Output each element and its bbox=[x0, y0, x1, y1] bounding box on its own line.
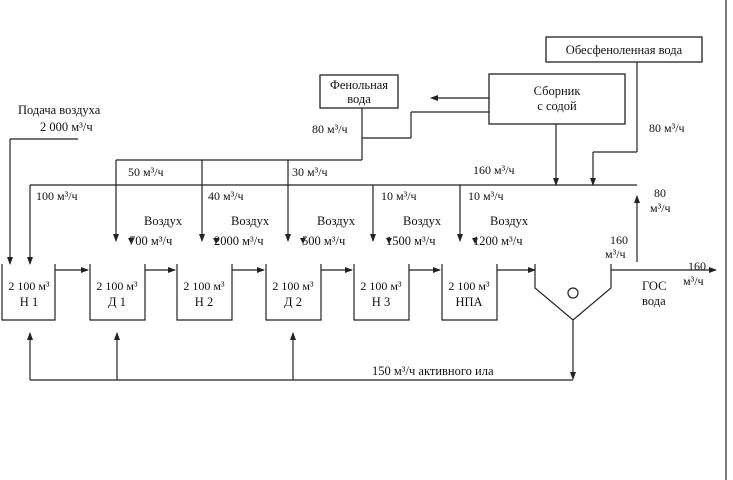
air-1-arrow bbox=[128, 238, 134, 244]
air-4-arrow bbox=[386, 238, 392, 244]
flow-right-80b-unit: м³/ч bbox=[650, 201, 671, 215]
flow-sett-160-unit: м³/ч bbox=[605, 247, 626, 261]
sludge-label: 150 м³/ч активного ила bbox=[372, 364, 494, 378]
flow-right-80: 80 м³/ч bbox=[649, 121, 685, 135]
flow-n2-40: 40 м³/ч bbox=[208, 189, 244, 203]
fenol-box bbox=[319, 74, 399, 109]
obesfenol-label: Обесфеноленная вода bbox=[566, 43, 683, 57]
tank-n2-name: Н 2 bbox=[195, 295, 213, 309]
air-1-label: Воздух bbox=[144, 214, 183, 228]
air-2-arrow bbox=[213, 238, 219, 244]
fenol-label-1: Фенольная bbox=[330, 78, 388, 92]
fenol-label-2: вода bbox=[347, 92, 371, 106]
tank-d1-volume: 2 100 м³ bbox=[96, 279, 138, 293]
obesfenol-box bbox=[545, 36, 703, 63]
tank-d1: 2 100 м³ Д 1 bbox=[89, 264, 146, 321]
tank-n3: 2 100 м³ Н 3 bbox=[353, 264, 410, 321]
air-3-flow: 500 м³/ч bbox=[302, 234, 345, 248]
air-supply-label: Подача воздуха bbox=[18, 103, 101, 117]
tank-d2: 2 100 м³ Д 2 bbox=[265, 264, 322, 321]
flow-sett-160-val: 160 bbox=[610, 233, 628, 247]
tank-d2-name: Д 2 bbox=[284, 295, 302, 309]
air-3-label: Воздух bbox=[317, 214, 356, 228]
air-3-arrow bbox=[300, 238, 306, 244]
sbornik-label-2: с содой bbox=[537, 99, 577, 113]
flow-h1-100: 100 м³/ч bbox=[36, 189, 78, 203]
settler-circle-icon bbox=[567, 287, 579, 299]
tank-h1-volume: 2 100 м³ bbox=[8, 279, 50, 293]
flow-right-80b-val: 80 bbox=[654, 186, 666, 200]
flow-out-160-val: 160 bbox=[688, 259, 706, 273]
air-5-arrow bbox=[472, 238, 478, 244]
tank-h1-name: Н 1 bbox=[20, 295, 38, 309]
flow-d2-30: 30 м³/ч bbox=[292, 165, 328, 179]
sbornik-label-1: Сборник bbox=[534, 84, 582, 98]
tank-npa-volume: 2 100 м³ bbox=[448, 279, 490, 293]
flow-dist-160: 160 м³/ч bbox=[473, 163, 515, 177]
tank-n3-volume: 2 100 м³ bbox=[360, 279, 402, 293]
flow-n3-10: 10 м³/ч bbox=[381, 189, 417, 203]
flow-out-160-unit: м³/ч bbox=[683, 274, 704, 288]
flow-npa-10: 10 м³/ч bbox=[468, 189, 504, 203]
sbornik-box bbox=[488, 73, 626, 125]
flow-phenol-80: 80 м³/ч bbox=[312, 122, 348, 136]
air-5-flow: 1200 м³/ч bbox=[473, 234, 523, 248]
air-5-label: Воздух bbox=[490, 214, 529, 228]
flow-d1-50: 50 м³/ч bbox=[128, 165, 164, 179]
air-2-flow: 2000 м³/ч bbox=[214, 234, 264, 248]
tank-n2: 2 100 м³ Н 2 bbox=[176, 264, 233, 321]
air-1-flow: 700 м³/ч bbox=[129, 234, 172, 248]
output-label-2: вода bbox=[642, 294, 666, 308]
tank-n2-volume: 2 100 м³ bbox=[183, 279, 225, 293]
tank-h1: 2 100 м³ Н 1 bbox=[1, 264, 56, 321]
tank-npa: 2 100 м³ НПА bbox=[441, 264, 498, 321]
tank-d1-name: Д 1 bbox=[108, 295, 126, 309]
air-supply-flow: 2 000 м³/ч bbox=[40, 120, 93, 134]
air-4-flow: 1500 м³/ч bbox=[386, 234, 436, 248]
tank-d2-volume: 2 100 м³ bbox=[272, 279, 314, 293]
tank-n3-name: Н 3 bbox=[372, 295, 390, 309]
air-2-label: Воздух bbox=[231, 214, 270, 228]
output-label-1: ГОС bbox=[642, 279, 666, 293]
tank-npa-name: НПА bbox=[455, 295, 482, 309]
settler bbox=[534, 264, 612, 321]
air-4-label: Воздух bbox=[403, 214, 442, 228]
